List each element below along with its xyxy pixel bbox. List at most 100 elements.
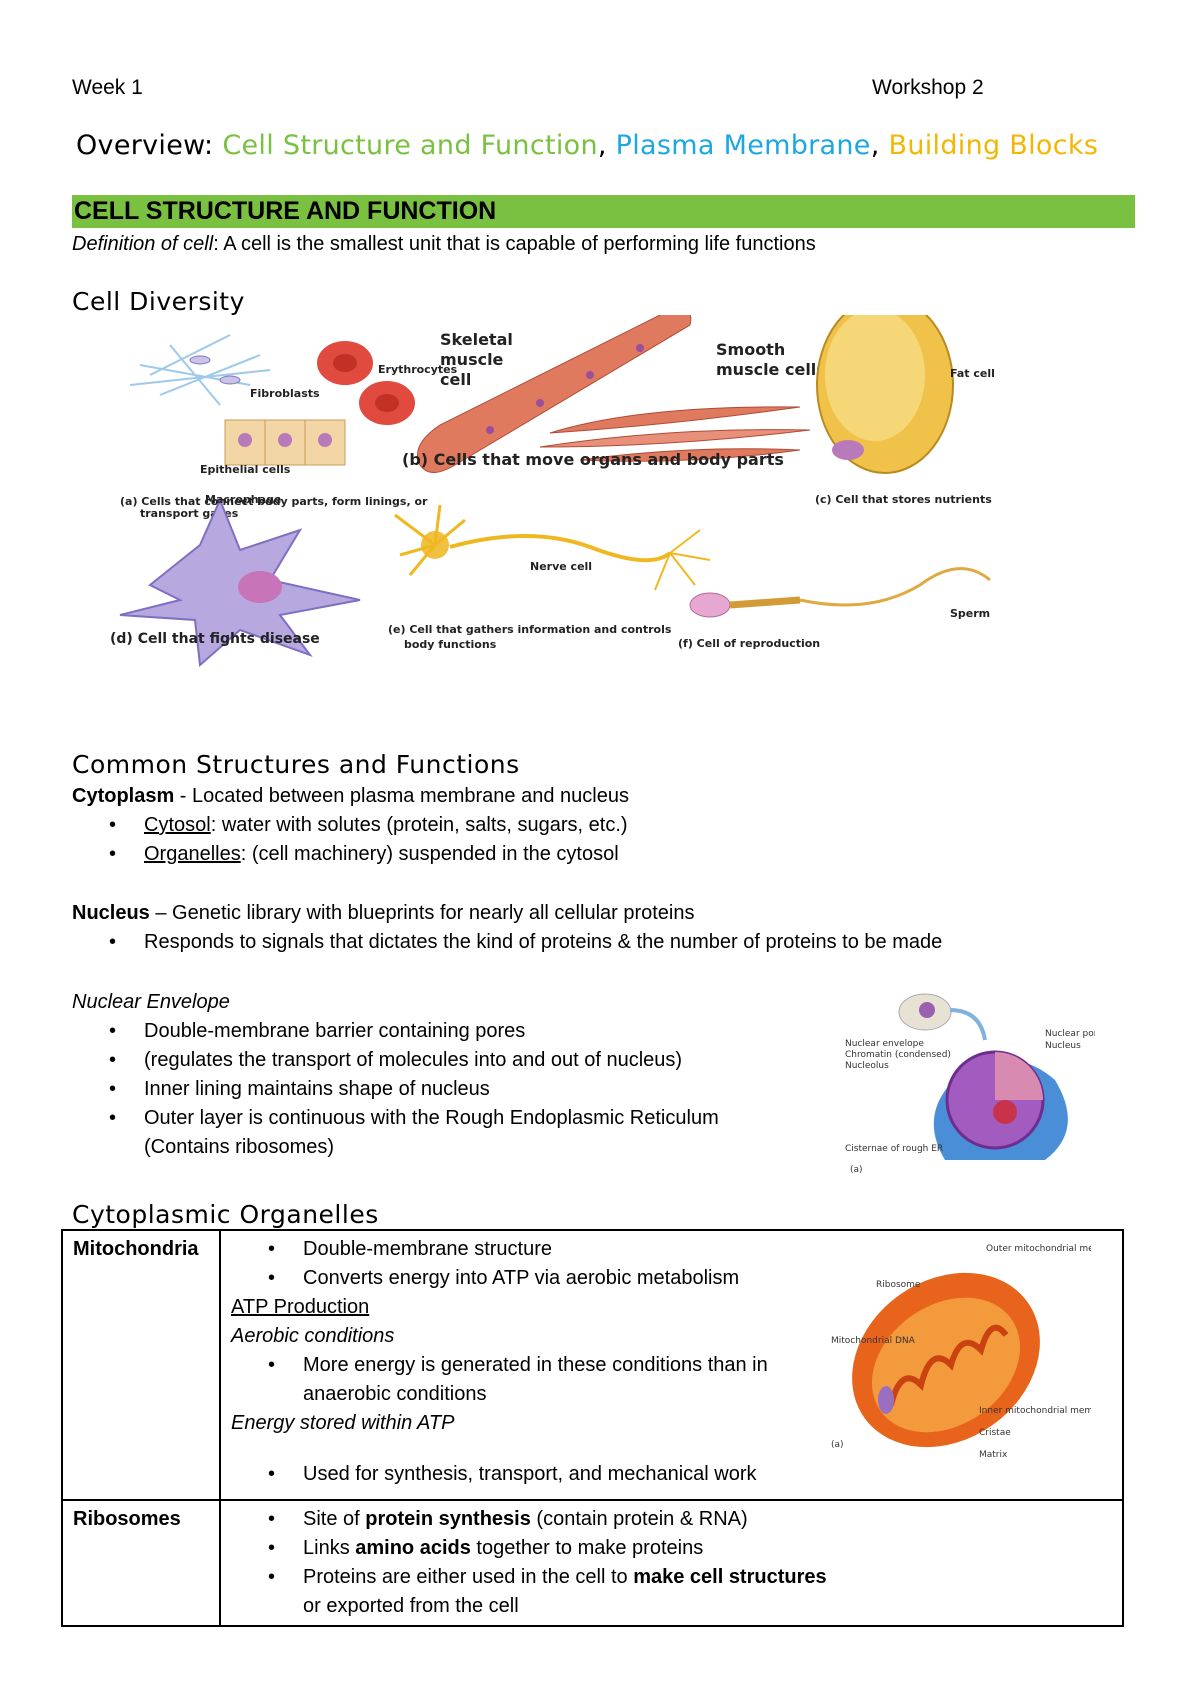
cytoplasm-label: Cytoplasm xyxy=(72,785,175,807)
list-item: Converts energy into ATP via aerobic met… xyxy=(231,1264,831,1293)
label-macrophage: Macrophage xyxy=(205,493,281,506)
text-bold: protein synthesis xyxy=(365,1508,531,1530)
overview-prefix: Overview: xyxy=(76,130,214,161)
label-inner-membrane: Inner mitochondrial membrane xyxy=(979,1406,1091,1416)
label-sperm: Sperm xyxy=(950,607,990,620)
text-bold: make cell structures xyxy=(633,1566,827,1588)
nerve-cell-illustration xyxy=(394,504,711,591)
list-item: Inner lining maintains shape of nucleus xyxy=(72,1075,792,1104)
label-skeletal-1: Skeletal xyxy=(440,330,513,349)
term-cytosol: Cytosol xyxy=(144,814,211,836)
list-item: Double-membrane barrier containing pores xyxy=(72,1017,792,1046)
caption-a-line1: (a) Cells that connect body parts, form … xyxy=(120,495,428,508)
list-item: Proteins are either used in the cell to … xyxy=(231,1563,831,1621)
label-matrix: Matrix xyxy=(979,1450,1008,1460)
label-skeletal-2: muscle xyxy=(440,350,504,369)
list-item: Outer layer is continuous with the Rough… xyxy=(72,1104,792,1162)
energy-stored-heading: Energy stored within ATP xyxy=(231,1412,455,1434)
header-workshop: Workshop 2 xyxy=(872,76,984,99)
overview-sep: , xyxy=(597,130,607,161)
cell-diversity-heading: Cell Diversity xyxy=(72,287,245,316)
panel-label: (a) xyxy=(831,1440,844,1450)
organelle-name: Ribosomes xyxy=(61,1499,221,1627)
term-organelles: Organelles xyxy=(144,843,241,865)
nuclear-envelope-block: Nuclear Envelope Double-membrane barrier… xyxy=(72,988,792,1162)
label-epithelial: Epithelial cells xyxy=(200,463,291,476)
label-nucleus: Nucleus xyxy=(1045,1041,1081,1051)
panel-label: (a) xyxy=(850,1165,863,1175)
list-item: More energy is generated in these condit… xyxy=(231,1351,831,1409)
label-nerve-cell: Nerve cell xyxy=(530,560,592,573)
epithelial-illustration xyxy=(224,419,346,466)
definition-text: : A cell is the smallest unit that is ca… xyxy=(213,233,816,255)
nucleus-block: Nucleus – Genetic library with blueprint… xyxy=(72,899,1132,957)
caption-d: (d) Cell that fights disease xyxy=(110,631,320,647)
label-smooth-2: muscle cells xyxy=(716,360,826,379)
caption-f: (f) Cell of reproduction xyxy=(678,637,820,650)
list-item: (regulates the transport of molecules in… xyxy=(72,1046,792,1075)
label-nucleolus: Nucleolus xyxy=(845,1061,889,1071)
definition-line: Definition of cell: A cell is the smalle… xyxy=(72,230,816,259)
erythrocytes-illustration xyxy=(317,341,415,425)
caption-c: (c) Cell that stores nutrients xyxy=(815,493,992,506)
definition-label: Definition of cell xyxy=(72,233,214,255)
list-item: Responds to signals that dictates the ki… xyxy=(72,928,1132,957)
list-item-text: : (cell machinery) suspended in the cyto… xyxy=(240,843,619,865)
common-heading: Common Structures and Functions xyxy=(72,750,520,779)
organelles-heading: Cytoplasmic Organelles xyxy=(72,1200,379,1229)
table-row: Ribosomes Site of protein synthesis (con… xyxy=(61,1499,1124,1627)
mitochondrion-illustration xyxy=(852,1272,1040,1448)
label-mito-dna: Mitochondrial DNA xyxy=(831,1336,916,1346)
label-ribosome: Ribosome xyxy=(876,1280,921,1290)
organelle-name: Mitochondria xyxy=(61,1229,221,1501)
aerobic-heading: Aerobic conditions xyxy=(231,1325,395,1347)
text: Site of xyxy=(303,1508,366,1530)
label-nuclear-envelope: Nuclear envelope xyxy=(845,1039,924,1049)
nucleus-label: Nucleus xyxy=(72,902,150,924)
table-row: Mitochondria Double-membrane structure C… xyxy=(61,1229,1124,1501)
skeletal-muscle-illustration xyxy=(417,315,692,473)
section-heading: CELL STRUCTURE AND FUNCTION xyxy=(72,195,1135,228)
mitochondrion-figure: Outer mitochondrial membrane Ribosome Mi… xyxy=(831,1244,1091,1460)
text: together to make proteins xyxy=(470,1537,704,1559)
atp-production-heading: ATP Production xyxy=(231,1296,370,1318)
macrophage-illustration xyxy=(119,497,361,668)
fat-cell-illustration xyxy=(816,315,954,474)
organelle-details: Site of protein synthesis (contain prote… xyxy=(219,1499,1124,1627)
nuclear-envelope-heading: Nuclear Envelope xyxy=(72,991,230,1013)
label-cristae: Cristae xyxy=(979,1428,1011,1438)
label-cisternae: Cisternae of rough ER xyxy=(845,1144,943,1154)
overview-topic-cell: Cell Structure and Function xyxy=(222,130,598,161)
label-smooth-1: Smooth xyxy=(716,340,785,359)
cell-diversity-figure: Fibroblasts Erythrocytes Epithelial cell… xyxy=(110,315,995,668)
caption-e-line1: (e) Cell that gathers information and co… xyxy=(388,623,672,636)
list-item: Double-membrane structure xyxy=(231,1235,831,1264)
header-week: Week 1 xyxy=(72,76,143,99)
organelles-table: Mitochondria Double-membrane structure C… xyxy=(61,1229,1124,1627)
text: Links xyxy=(303,1537,356,1559)
label-outer-membrane: Outer mitochondrial membrane xyxy=(986,1244,1091,1254)
text-bold: amino acids xyxy=(355,1537,471,1559)
label-fat-cell: Fat cell xyxy=(950,367,995,380)
list-item: Cytosol: water with solutes (protein, sa… xyxy=(72,811,1132,840)
text: (contain protein & RNA) xyxy=(530,1508,748,1530)
nucleus-illustration xyxy=(898,993,1068,1160)
label-skeletal-3: cell xyxy=(440,370,471,389)
organelle-details: Double-membrane structure Converts energ… xyxy=(219,1229,1124,1501)
text: or exported from the cell xyxy=(303,1595,519,1617)
list-item: Links amino acids together to make prote… xyxy=(231,1534,831,1563)
label-chromatin: Chromatin (condensed) xyxy=(845,1050,951,1060)
list-item: Site of protein synthesis (contain prote… xyxy=(231,1505,831,1534)
overview-line: Overview: Cell Structure and Function, P… xyxy=(76,130,1098,161)
sperm-illustration xyxy=(689,567,991,618)
overview-topic-membrane: Plasma Membrane xyxy=(615,130,871,161)
nucleus-text: – Genetic library with blueprints for ne… xyxy=(149,902,695,924)
label-erythrocytes: Erythrocytes xyxy=(378,363,458,376)
cytoplasm-block: Cytoplasm - Located between plasma membr… xyxy=(72,782,1132,869)
list-item: Used for synthesis, transport, and mecha… xyxy=(231,1460,831,1489)
smooth-muscle-illustration xyxy=(539,406,811,462)
list-item: Organelles: (cell machinery) suspended i… xyxy=(72,840,1132,869)
nucleus-figure: Nuclear envelope Chromatin (condensed) N… xyxy=(845,993,1095,1175)
caption-b: (b) Cells that move organs and body part… xyxy=(402,450,784,469)
